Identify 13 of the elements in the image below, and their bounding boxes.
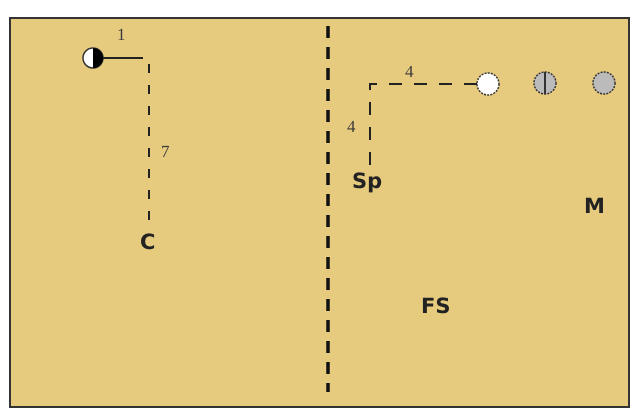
circle-marker — [476, 72, 500, 96]
connector-line — [369, 83, 477, 168]
node-label: C — [140, 230, 156, 254]
circle-marker — [592, 71, 616, 95]
circle-marker — [533, 71, 557, 95]
segment-length: 4 — [347, 118, 356, 135]
circle-marker — [82, 47, 104, 69]
segment-length: 1 — [117, 26, 126, 43]
region-label: FS — [421, 296, 450, 317]
node-label: Sp — [352, 169, 382, 193]
region-label: M — [584, 196, 605, 217]
segment-length: 7 — [161, 143, 170, 160]
segment-length: 4 — [405, 63, 414, 80]
